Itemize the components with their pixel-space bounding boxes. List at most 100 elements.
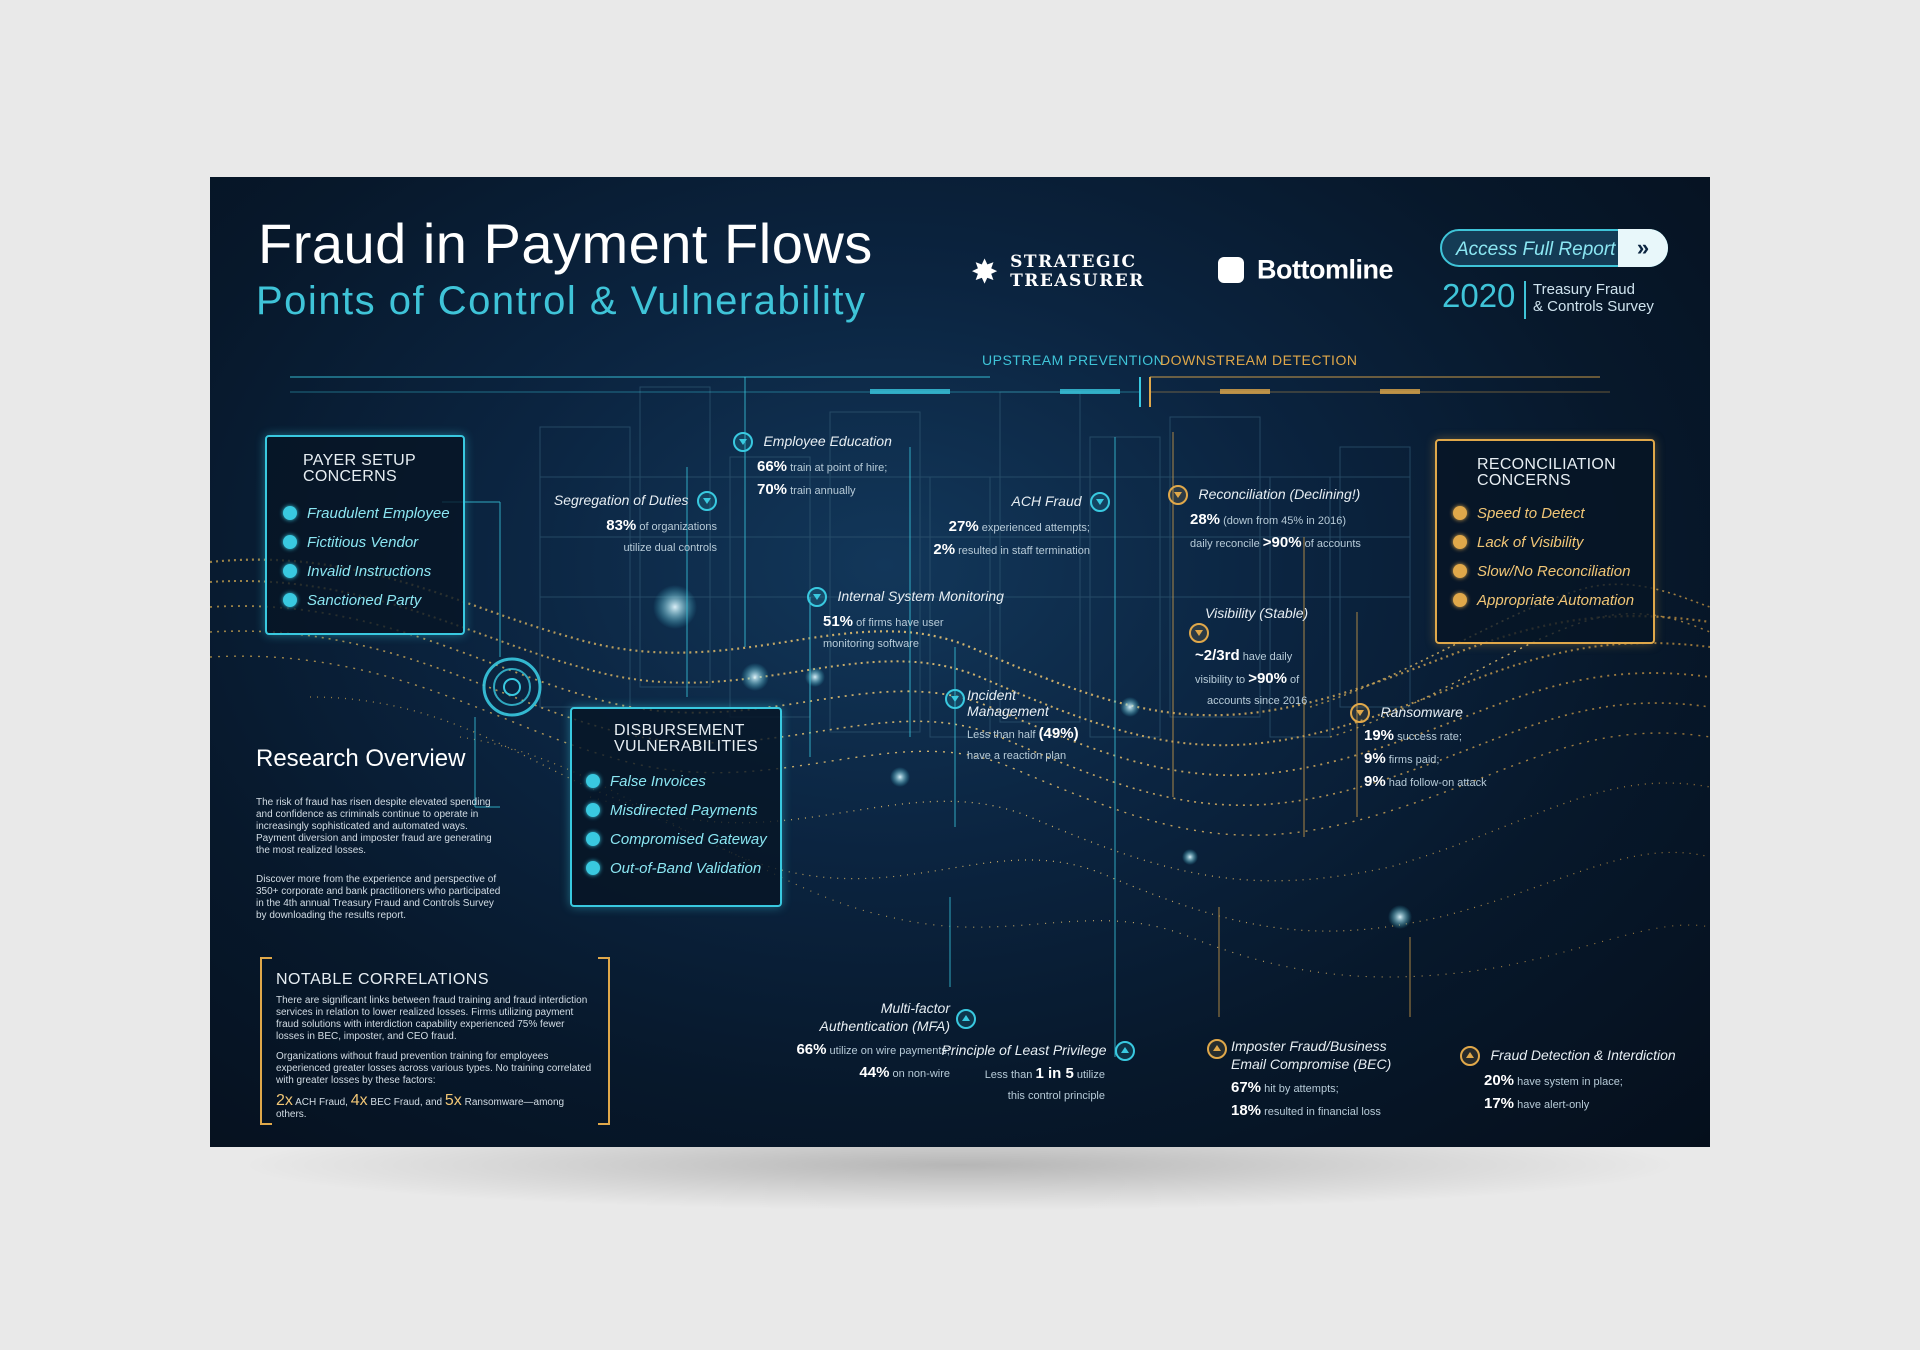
stat-text: of — [1290, 674, 1300, 686]
callout-label: Incident — [967, 687, 1017, 703]
research-paragraph: Discover more from the experience and pe… — [256, 874, 501, 921]
stat-text: Less than half — [967, 729, 1036, 741]
down-arrow-marker-icon — [1189, 623, 1209, 643]
callout-mfa: Multi-factor Authentication (MFA) 66% ut… — [730, 999, 980, 1085]
callout-education: Employee Education 66% train at point of… — [733, 432, 933, 502]
stat-value: >90% — [1248, 670, 1287, 687]
stat-text: of organizations — [639, 521, 717, 533]
payer-setup-heading: PAYER SETUP CONCERNS — [281, 453, 463, 485]
stat-text: train annually — [790, 485, 856, 497]
stat-value: 44% — [859, 1064, 890, 1081]
stat-text: have system in place; — [1517, 1076, 1623, 1088]
target-ring — [482, 657, 542, 717]
access-full-report-button[interactable]: Access Full Report » — [1440, 229, 1668, 267]
stat-value: 20% — [1484, 1072, 1515, 1089]
callout-label: ACH Fraud — [1011, 493, 1082, 510]
stat-text: (down from 45% in 2016) — [1223, 515, 1346, 527]
callout-visibility: Visibility (Stable) ~2/3rd have daily vi… — [1185, 605, 1335, 712]
reconciliation-item: Appropriate Automation — [1451, 586, 1653, 615]
stat-value: (49%) — [1038, 725, 1079, 742]
disbursement-heading: DISBURSEMENT VULNERABILITIES — [584, 723, 780, 755]
brand-line1: Strategic — [1010, 252, 1137, 272]
callout-label: Internal System Monitoring — [837, 588, 1004, 605]
reconciliation-heading: RECONCILIATION CONCERNS — [1451, 457, 1653, 489]
callout-label: Segregation of Duties — [553, 492, 689, 509]
stat-value: ~2/3rd — [1195, 647, 1240, 664]
page-title: Fraud in Payment Flows — [258, 212, 873, 275]
brand-line2: Treasurer — [1010, 271, 1145, 291]
bottomline-wordmark: Bottomline — [1257, 254, 1394, 285]
payer-setup-item: Fraudulent Employee — [281, 499, 463, 528]
disbursement-heading-line2: VULNERABILITIES — [614, 738, 759, 755]
stat-value: 9% — [1364, 773, 1386, 790]
callout-bec: Imposter Fraud/Business Email Compromise… — [1207, 1037, 1417, 1123]
callout-least-privilege: Principle of Least Privilege Less than 1… — [915, 1041, 1135, 1107]
background-artwork — [210, 376, 1710, 1057]
stat-text: utilize dual controls — [623, 542, 717, 554]
down-arrow-marker-icon — [697, 491, 717, 511]
page-subtitle: Points of Control & Vulnerability — [256, 279, 867, 323]
down-arrow-marker-icon — [1090, 492, 1110, 512]
callout-label: Principle of Least Privilege — [941, 1042, 1107, 1059]
reconciliation-item: Lack of Visibility — [1451, 528, 1653, 557]
research-paragraph: The risk of fraud has risen despite elev… — [256, 797, 492, 856]
stat-text: hit by attempts; — [1264, 1083, 1339, 1095]
upstream-label: UPSTREAM PREVENTION — [982, 352, 1165, 368]
stat-text: monitoring software — [823, 638, 919, 650]
payer-setup-item: Sanctioned Party — [281, 586, 463, 615]
multiplier: 4x — [350, 1092, 368, 1109]
disbursement-item: Misdirected Payments — [584, 796, 780, 825]
stat-value: 66% — [757, 458, 788, 475]
stat-value: 27% — [948, 518, 979, 535]
correlations-paragraph: There are significant links between frau… — [276, 995, 588, 1042]
callout-label: Email Compromise (BEC) — [1231, 1056, 1392, 1072]
factor-text: BEC Fraud, and — [370, 1097, 443, 1108]
stat-value: >90% — [1262, 534, 1302, 551]
stat-text: utilize on wire payments; — [829, 1045, 950, 1057]
correlations-heading: NOTABLE CORRELATIONS — [276, 971, 489, 988]
stat-value: 1 in 5 — [1035, 1065, 1074, 1082]
payer-setup-heading-line2: CONCERNS — [303, 468, 397, 485]
glow-points — [653, 585, 1412, 929]
stat-text: this control principle — [1007, 1090, 1105, 1102]
stat-text: resulted in staff termination — [958, 545, 1090, 557]
stat-text: success rate; — [1397, 731, 1462, 743]
down-arrow-marker-icon — [733, 432, 753, 452]
callout-ach-fraud: ACH Fraud 27% experienced attempts; 2% r… — [910, 492, 1110, 562]
bracket-right — [598, 957, 610, 1125]
callout-reconciliation: Reconciliation (Declining!) 28% (down fr… — [1168, 485, 1408, 555]
callout-label: Visibility (Stable) — [1205, 605, 1309, 621]
reconciliation-heading-line2: CONCERNS — [1477, 472, 1571, 489]
correlations-paragraph: Organizations without fraud prevention t… — [276, 1051, 592, 1086]
disbursement-heading-line1: DISBURSEMENT — [614, 722, 745, 739]
survey-line1: Treasury Fraud — [1533, 281, 1635, 298]
callout-label: Imposter Fraud/Business — [1231, 1038, 1387, 1054]
notable-correlations-panel: NOTABLE CORRELATIONS There are significa… — [260, 957, 610, 1125]
stat-text: train at point of hire; — [790, 462, 888, 474]
down-arrow-marker-icon — [1168, 485, 1188, 505]
callout-label: Employee Education — [763, 433, 892, 450]
reconciliation-concerns-box: RECONCILIATION CONCERNS Speed to Detect … — [1435, 439, 1655, 644]
factor-text: Ransomware—among others. — [276, 1097, 565, 1120]
stat-value: 9% — [1364, 750, 1386, 767]
disbursement-item: Out-of-Band Validation — [584, 854, 780, 883]
callout-incident-management: Incident Management Less than half (49%)… — [945, 687, 1105, 767]
stat-value: 70% — [757, 481, 788, 498]
downstream-label: DOWNSTREAM DETECTION — [1160, 352, 1358, 368]
reconciliation-item: Slow/No Reconciliation — [1451, 557, 1653, 586]
up-arrow-marker-icon — [956, 1009, 976, 1029]
callout-internal-monitoring: Internal System Monitoring 51% of firms … — [807, 587, 1037, 655]
factor-text: ACH Fraud, — [295, 1097, 348, 1108]
multiplier: 2x — [276, 1092, 293, 1109]
timeline-ruler — [290, 376, 1610, 407]
stat-text: have alert-only — [1517, 1099, 1590, 1111]
multiplier: 5x — [444, 1092, 462, 1109]
stat-value: 2% — [933, 541, 956, 558]
stat-text: Less than — [984, 1069, 1033, 1081]
stat-value: 66% — [796, 1041, 827, 1058]
access-button-label: Access Full Report — [1456, 239, 1616, 260]
connector-lines — [442, 377, 1116, 1057]
infographic-poster: Fraud in Payment Flows Points of Control… — [210, 177, 1710, 1147]
reconciliation-item: Speed to Detect — [1451, 499, 1653, 528]
bottomline-mark-icon — [1218, 256, 1244, 283]
